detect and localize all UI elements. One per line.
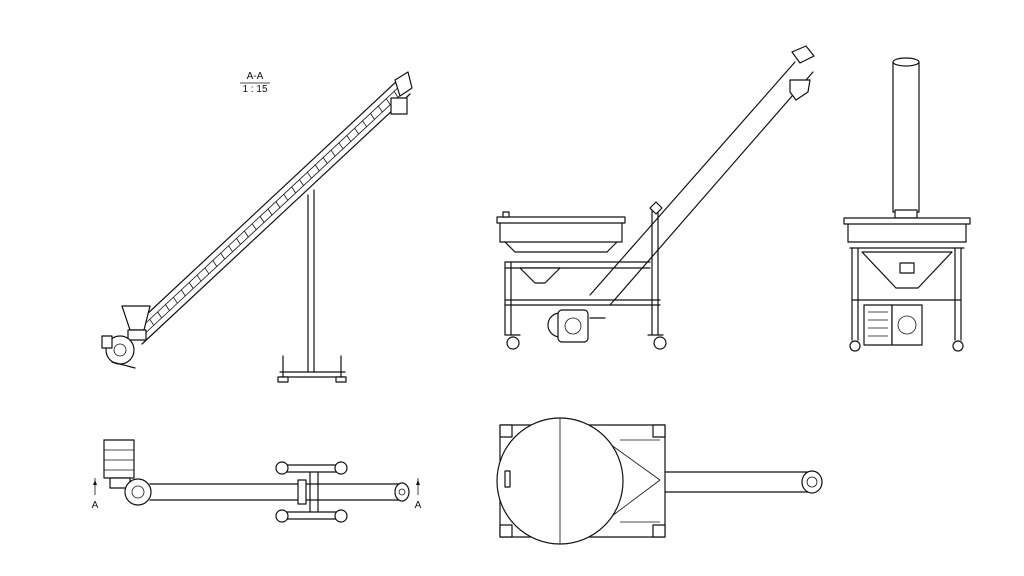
- screw-flight-mark: [378, 105, 383, 113]
- side-caster-wheels: [506, 336, 667, 350]
- screw-flight-mark: [259, 216, 265, 223]
- section-view-a-a: A-A 1 : 15: [101, 71, 413, 383]
- screw-flight-mark: [362, 120, 367, 128]
- section-outlet-spout: [390, 71, 413, 115]
- screw-flight-mark: [220, 252, 226, 260]
- screw-flight-mark: [314, 164, 320, 172]
- side-hopper-cone: [519, 267, 561, 284]
- screw-flight-mark: [196, 274, 202, 282]
- side-view: [496, 45, 815, 350]
- front-hopper-body: [843, 217, 971, 289]
- screw-flight-mark: [244, 230, 249, 238]
- side-drive-motor: [547, 309, 606, 343]
- screw-flight-mark: [251, 223, 257, 230]
- screw-flight-mark: [228, 245, 233, 253]
- side-conveyor-tube: [589, 45, 815, 306]
- front-drive-motor: [863, 304, 923, 346]
- top-view-conveyor: A A: [92, 439, 422, 523]
- front-view: [843, 57, 971, 352]
- screw-flight-mark: [236, 238, 241, 245]
- front-conveyor-tube: [892, 57, 920, 219]
- section-title: A-A: [247, 71, 264, 82]
- section-drive-motor: [101, 335, 136, 369]
- screw-flight-mark: [267, 208, 273, 216]
- screw-flight-marks: [141, 91, 399, 333]
- screw-flight-mark: [393, 91, 399, 98]
- screw-flight-mark: [173, 296, 178, 304]
- top-hopper-conveyor-tube: [664, 470, 823, 494]
- top-hopper-circle: [496, 417, 624, 545]
- side-frame: [504, 201, 664, 336]
- screw-flight-mark: [180, 289, 186, 297]
- screw-flight-mark: [370, 113, 375, 120]
- screw-flight-mark: [354, 127, 360, 135]
- side-hopper-body: [496, 211, 626, 253]
- screw-flight-mark: [299, 179, 304, 186]
- front-caster-wheels: [849, 340, 964, 352]
- screw-flight-mark: [283, 194, 289, 201]
- screw-flight-mark: [212, 260, 218, 267]
- section-support-stand: [277, 189, 347, 383]
- screw-flight-mark: [385, 98, 391, 105]
- screw-flight-mark: [149, 319, 155, 326]
- screw-flight-mark: [165, 304, 170, 311]
- screw-flight-mark: [346, 135, 352, 142]
- screw-flight-mark: [330, 149, 336, 157]
- front-frame-legs: [851, 247, 962, 341]
- section-marker-right: A: [415, 478, 422, 511]
- section-marker-left: A: [92, 478, 99, 511]
- screw-flight-mark: [322, 157, 328, 164]
- top-view-hopper: [496, 417, 823, 545]
- screw-flight-mark: [188, 282, 194, 289]
- top-drive-motor: [103, 439, 152, 506]
- screw-flight-mark: [275, 201, 281, 208]
- section-inlet-hopper: [121, 305, 151, 341]
- top-conveyor-tube: [149, 479, 410, 505]
- top-support-stand: [275, 461, 348, 523]
- section-conveyor-tube: [129, 79, 411, 345]
- section-marker-left-label: A: [92, 500, 99, 511]
- screw-flight-mark: [307, 171, 312, 179]
- screw-flight-mark: [157, 311, 162, 319]
- section-scale: 1 : 15: [242, 84, 267, 95]
- section-marker-right-label: A: [415, 500, 422, 511]
- screw-flight-mark: [291, 186, 296, 194]
- screw-flight-mark: [338, 142, 344, 150]
- screw-flight-mark: [204, 267, 210, 275]
